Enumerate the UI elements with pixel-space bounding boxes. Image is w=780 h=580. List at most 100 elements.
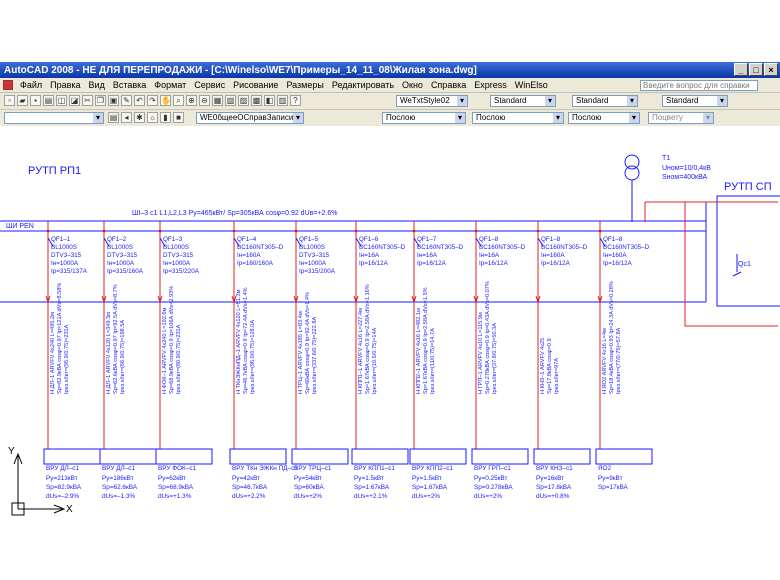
calculator-icon[interactable]: ▥	[277, 95, 288, 106]
menu-express[interactable]: Express	[474, 80, 507, 90]
consumer-box[interactable]	[291, 448, 349, 465]
menu-modify[interactable]: Редактировать	[331, 80, 395, 90]
undo-icon[interactable]: ↶	[134, 95, 145, 106]
breaker-setting: Iр=16/12A	[479, 260, 509, 267]
publish-icon[interactable]: ◪	[69, 95, 80, 106]
transformer-voltage: Uном=10/0,4кВ	[662, 165, 711, 172]
cable-label: Н ТКнЭЖКнПД–1 ARVFV 4х120 L=51.3м	[236, 289, 242, 394]
window-controls: _ □ ×	[734, 63, 778, 76]
menu-view[interactable]: Вид	[88, 80, 105, 90]
consumer-apparent-power: Sр=46.7кВА	[232, 484, 268, 491]
feeder-1	[43, 221, 101, 465]
multileader-style-select[interactable]: Standard	[662, 95, 728, 107]
bulb-icon[interactable]: ✱	[134, 112, 145, 123]
copy-icon[interactable]: ❐	[95, 95, 106, 106]
consumer-box[interactable]	[155, 448, 213, 465]
tool-palettes-icon[interactable]: ▨	[238, 95, 249, 106]
dim-style-select[interactable]: Standard	[490, 95, 556, 107]
close-button[interactable]: ×	[764, 63, 778, 76]
breaker-rated-current: Iн=16A	[417, 252, 438, 259]
consumer-box[interactable]	[533, 448, 591, 465]
consumer-name: ВРУ ДЛ–с1	[102, 465, 135, 472]
layer-previous-icon[interactable]: ◂	[121, 112, 132, 123]
open-icon[interactable]: ▰	[17, 95, 28, 106]
sheet-set-icon[interactable]: ▩	[251, 95, 262, 106]
layer-select[interactable]: WE0бщееОСправЗаписи	[196, 112, 304, 124]
app-icon[interactable]	[3, 80, 13, 90]
standard-toolbar: ▫ ▰ ▪ ▤ ◫ ◪ ✂ ❐ ▣ ✎ ↶ ↷ ✋ ⌕ ⊕ ⊖ ▦ ▧ ▨ ▩ …	[0, 93, 780, 110]
breaker-rated-current: Iн=160A	[603, 252, 627, 259]
cable-label: Iрез.s/Iкт=(37.8/0.75)=50.3A	[492, 323, 498, 394]
lineweight-select[interactable]: Послою	[568, 112, 640, 124]
sun-icon[interactable]: ☼	[147, 112, 158, 123]
menu-help[interactable]: Справка	[430, 80, 467, 90]
color-select[interactable]: Послою	[382, 112, 466, 124]
feeder-4	[229, 221, 287, 465]
plotstyle-select[interactable]: Поцвету	[648, 112, 714, 124]
zoom-realtime-icon[interactable]: ⌕	[173, 95, 184, 106]
consumer-apparent-power: Sр=17кВА	[598, 484, 629, 491]
menu-draw[interactable]: Рисование	[233, 80, 279, 90]
consumer-box[interactable]	[229, 448, 287, 465]
layer-state-select[interactable]	[4, 112, 104, 124]
markup-icon[interactable]: ◧	[264, 95, 275, 106]
help-icon[interactable]: ?	[290, 95, 301, 106]
lock-icon[interactable]: ▮	[160, 112, 171, 123]
menu-file[interactable]: Файл	[20, 80, 43, 90]
standard-toolbar-icons: ▫ ▰ ▪ ▤ ◫ ◪ ✂ ❐ ▣ ✎ ↶ ↷ ✋ ⌕ ⊕ ⊖ ▦ ▧ ▨ ▩ …	[4, 95, 301, 106]
match-properties-icon[interactable]: ✎	[121, 95, 132, 106]
help-search-input[interactable]: Введите вопрос для справки	[640, 80, 758, 91]
breaker-trip-unit: DTV3–315	[299, 252, 330, 259]
breaker-label: QF1–1	[51, 236, 71, 243]
preview-icon[interactable]: ◫	[56, 95, 67, 106]
consumer-box[interactable]	[351, 448, 409, 465]
maximize-button[interactable]: □	[749, 63, 763, 76]
breaker-symbol	[103, 237, 110, 247]
text-style-select[interactable]: WeTxtStyle02	[396, 95, 468, 107]
bus-label: ШИ РЕN	[6, 223, 34, 230]
properties-icon[interactable]: ▦	[212, 95, 223, 106]
menu-tools[interactable]: Сервис	[194, 80, 226, 90]
consumer-apparent-power: Sр=0.278кВА	[474, 484, 513, 491]
consumer-voltage-drop: dUs=+0.8%	[536, 493, 570, 500]
consumer-box[interactable]	[595, 448, 653, 465]
consumer-box[interactable]	[43, 448, 101, 465]
new-icon[interactable]: ▫	[4, 95, 15, 106]
linetype-select[interactable]: Послою	[472, 112, 564, 124]
paste-icon[interactable]: ▣	[108, 95, 119, 106]
print-icon[interactable]: ▤	[43, 95, 54, 106]
table-style-select[interactable]: Standard	[572, 95, 638, 107]
cut-icon[interactable]: ✂	[82, 95, 93, 106]
menu-winelso[interactable]: WinElso	[514, 80, 548, 90]
design-center-icon[interactable]: ▧	[225, 95, 236, 106]
schematic-drawing[interactable]: РУТП РП1 РУТП СП Т1 Uном=10/0,4кВ Sном=4…	[0, 126, 780, 580]
menu-dimension[interactable]: Размеры	[286, 80, 324, 90]
layer-manager-icon[interactable]: ▤	[108, 112, 119, 123]
zoom-window-icon[interactable]: ⊕	[186, 95, 197, 106]
consumer-box[interactable]	[99, 448, 157, 465]
feeder-9	[533, 221, 591, 465]
save-icon[interactable]: ▪	[30, 95, 41, 106]
redo-icon[interactable]: ↷	[147, 95, 158, 106]
menu-insert[interactable]: Вставка	[112, 80, 147, 90]
menu-format[interactable]: Формат	[154, 80, 187, 90]
color-swatch-icon[interactable]: ■	[173, 112, 184, 123]
menu-window[interactable]: Окно	[402, 80, 423, 90]
pan-icon[interactable]: ✋	[160, 95, 171, 106]
feeder-arrow	[535, 295, 541, 304]
minimize-button[interactable]: _	[734, 63, 748, 76]
consumer-box[interactable]	[409, 448, 467, 465]
rutp-rp1-label: РУТП РП1	[28, 165, 81, 177]
breaker-label: QF1–7	[417, 236, 437, 243]
breaker-model: BC160NT305–D	[541, 244, 588, 251]
drawing-area[interactable]: РУТП РП1 РУТП СП Т1 Uном=10/0,4кВ Sном=4…	[0, 126, 780, 580]
layer-toolbar-icons: ▤ ◂ ✱ ☼ ▮ ■	[108, 112, 184, 123]
breaker-symbol	[233, 237, 240, 247]
consumer-box[interactable]	[471, 448, 529, 465]
breaker-model: BL1000S	[107, 244, 133, 251]
zoom-previous-icon[interactable]: ⊖	[199, 95, 210, 106]
cable-label: Н ГРП–1 ARVFV 4х10 L=115.9м	[478, 312, 484, 394]
menu-edit[interactable]: Правка	[50, 80, 81, 90]
cable-label: Sр=82.9кВА cosφ=0.97 Iр=121A dVs=8.58%	[57, 283, 63, 394]
cable-label: Н ФОК–1 ARVFV 4х240 L=192.6м	[162, 307, 168, 394]
